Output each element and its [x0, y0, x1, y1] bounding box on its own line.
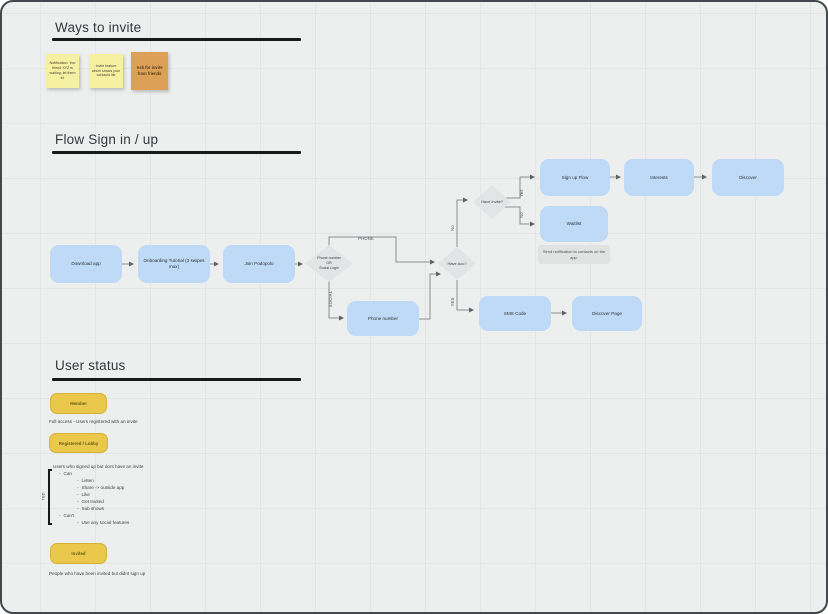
- list-item-can: Can: [59, 470, 223, 477]
- section-rule: [52, 38, 301, 41]
- decision-line: Have Acc?: [447, 260, 467, 266]
- edge-label-yes-account: YES: [450, 298, 455, 307]
- tbd-bracket: [48, 469, 52, 525]
- edge-label-yes-invite: Yes: [519, 189, 524, 196]
- decision-line: OR: [326, 261, 332, 266]
- list-item: Use any social features: [77, 519, 223, 526]
- flow-node-phone-number[interactable]: Phone number: [347, 301, 419, 336]
- flow-node-label: Download app: [71, 261, 101, 267]
- section-title-ways-to-invite: Ways to invite: [55, 20, 142, 35]
- flow-node-sms-code[interactable]: SMS Code: [479, 296, 551, 331]
- decision-line: Social Login: [319, 265, 339, 270]
- sticky-note-text: Invite feature which shows your contacts…: [91, 63, 121, 78]
- flow-node-join-podopolo[interactable]: Join Podopolo: [223, 245, 295, 283]
- invited-description: People who have been invited but didnt s…: [49, 571, 146, 576]
- sticky-note-text: Notification: You friend XYZ is waiting,…: [49, 61, 76, 80]
- flow-node-waitlist[interactable]: Waitlist: [540, 206, 608, 242]
- flow-node-discover-page[interactable]: Discover Page: [572, 296, 642, 331]
- list-item: Get Invited: [77, 498, 223, 505]
- flow-node-label: Interests: [650, 174, 668, 180]
- edge-label-no-invite: No: [519, 212, 524, 218]
- flow-node-label: Waitlist: [566, 221, 582, 227]
- flow-node-label: Onboarding Tutorial (3 swipes max): [143, 258, 205, 269]
- list-item: Sub shows: [77, 505, 223, 512]
- flow-node-interests[interactable]: Interests: [624, 159, 694, 196]
- flow-decision-method[interactable]: Phone number OR Social Login: [305, 245, 353, 282]
- flow-decision-have-account[interactable]: Have Acc?: [438, 247, 476, 280]
- edge-label-social: SOCIAL: [328, 290, 333, 307]
- flow-node-label: SMS Code: [503, 310, 527, 316]
- flow-edge-social: [328, 281, 344, 321]
- tbd-bracket-label: TBD: [40, 492, 46, 501]
- flow-edge-phone-to-acc: [419, 271, 441, 320]
- flow-node-label: Sign up Flow: [561, 174, 589, 180]
- list-item: Listen: [77, 477, 223, 484]
- pill-label: Member: [70, 401, 87, 406]
- registered-capabilities-list: Users who signed up but dont have an inv…: [53, 463, 223, 526]
- flow-node-label: Discover Page: [592, 310, 622, 316]
- flow-node-discover[interactable]: Discover: [712, 159, 784, 196]
- sticky-note-text: Ask for invite from friends: [136, 65, 163, 76]
- decision-line: Have invite?: [481, 199, 504, 205]
- flow-node-label: Phone number: [367, 315, 399, 321]
- edge-label-no-account: No: [450, 225, 455, 231]
- flow-node-download-app[interactable]: Download app: [50, 245, 122, 283]
- flow-node-label: Join Podopolo: [244, 261, 274, 267]
- flow-edge-yes-account: [456, 280, 474, 313]
- waitlist-annotation[interactable]: Send notification to contacts on the app…: [538, 245, 610, 264]
- status-pill-registered-lobby[interactable]: Registered / Lobby: [49, 433, 108, 453]
- status-pill-member[interactable]: Member: [50, 393, 107, 414]
- section-rule: [52, 151, 301, 154]
- flow-decision-have-invite[interactable]: Have invite?: [473, 185, 511, 219]
- list-item: Like: [77, 491, 223, 498]
- sticky-note-ask-for-invite[interactable]: Ask for invite from friends: [131, 52, 168, 90]
- edge-label-phone: PHONE: [358, 236, 374, 241]
- flow-node-onboarding-tutorial[interactable]: Onboarding Tutorial (3 swipes max): [138, 245, 210, 283]
- decision-line: Phone number: [317, 256, 341, 261]
- sticky-note-invite-feature[interactable]: Invite feature which shows your contacts…: [89, 54, 123, 88]
- member-description: Full access - Users registered with an i…: [49, 419, 138, 424]
- flow-edge-yes-invite: [505, 174, 535, 199]
- section-title-user-status: User status: [55, 358, 126, 373]
- flow-edge-no-account: [456, 197, 468, 247]
- pill-label: Registered / Lobby: [58, 440, 99, 446]
- sticky-note-notification[interactable]: Notification: You friend XYZ is waiting,…: [46, 54, 79, 88]
- status-pill-invited[interactable]: Invited: [50, 543, 107, 564]
- flow-node-label: Discover: [739, 174, 757, 180]
- section-title-flow-sign-in-up: Flow Sign in / up: [55, 132, 159, 147]
- section-rule: [52, 378, 301, 381]
- flow-edge-no-invite: [505, 206, 535, 227]
- annotation-text: Send notification to contacts on the app…: [542, 249, 606, 260]
- list-intro: Users who signed up but dont have an inv…: [53, 464, 144, 469]
- pill-label: Invited: [71, 551, 86, 556]
- list-item-cant: Can't: [59, 512, 223, 519]
- list-item: Share -> outside app: [77, 484, 223, 491]
- flow-node-sign-up-flow[interactable]: Sign up Flow: [540, 159, 610, 196]
